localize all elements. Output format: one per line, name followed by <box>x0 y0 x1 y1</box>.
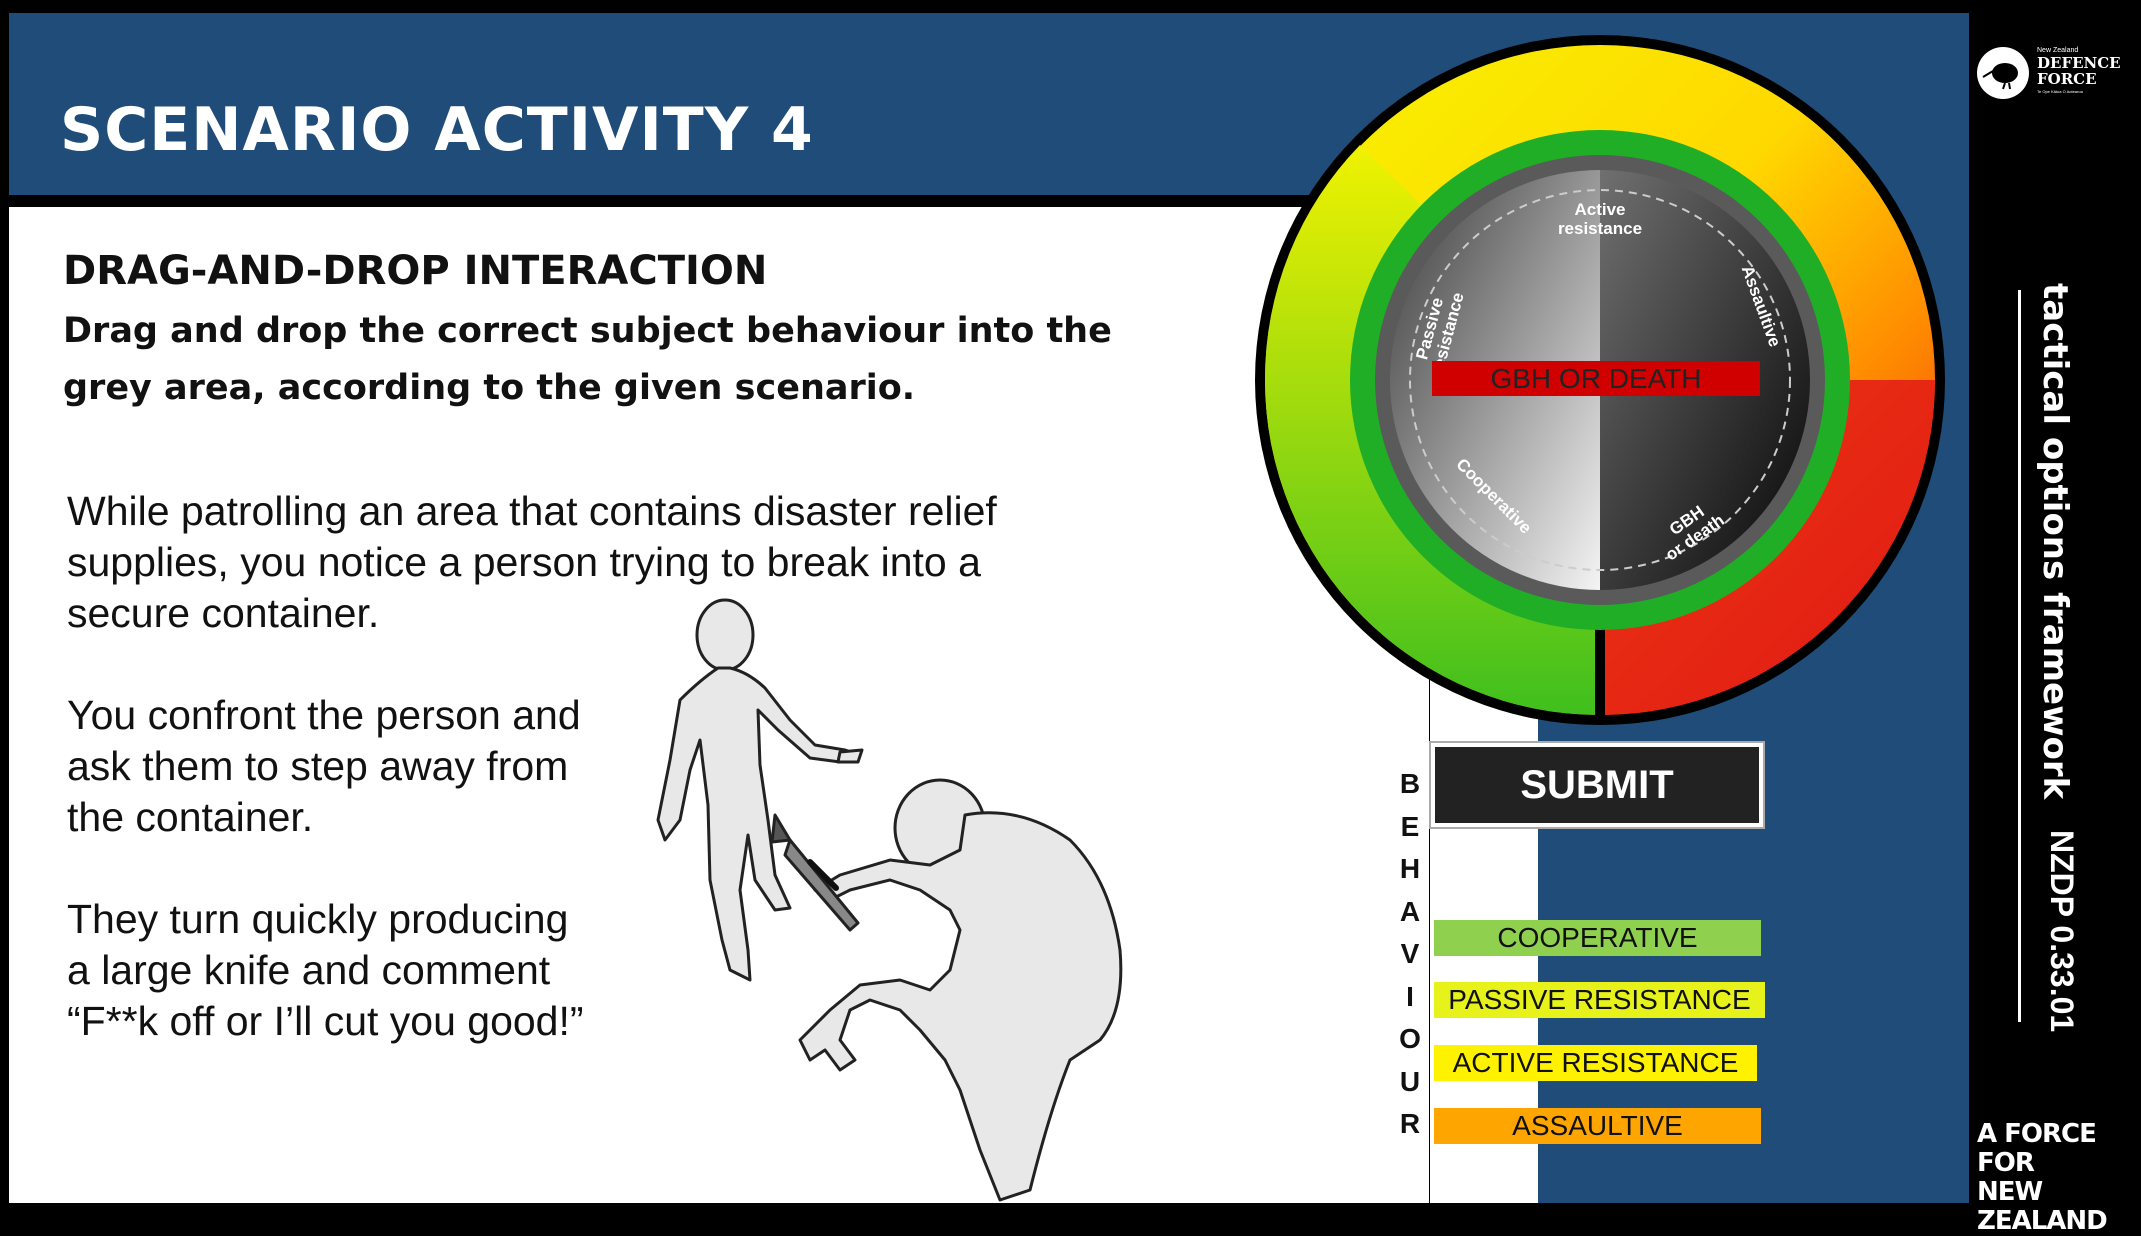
page-title: SCENARIO ACTIVITY 4 <box>60 95 814 165</box>
kiwi-icon <box>1977 47 2029 99</box>
sidebar-vertical-title: tactical options framework <box>2035 283 2075 800</box>
sidebar <box>1970 0 2141 1221</box>
scenario-paragraph-3: They turn quickly producing a large knif… <box>67 896 584 1044</box>
behaviour-vertical-label: B E H A V I O U R <box>1399 768 1421 1139</box>
tagline: A FORCE FOR NEW ZEALAND <box>1977 1119 2108 1236</box>
dropped-label: GBH OR DEATH <box>1490 363 1701 394</box>
submit-button[interactable]: SUBMIT <box>1431 743 1763 827</box>
instruction-heading: DRAG-AND-DROP INTERACTION <box>63 248 768 294</box>
sidebar-divider <box>2018 290 2021 1022</box>
scenario-paragraph-1: While patrolling an area that contains d… <box>67 488 997 636</box>
tactical-options-wheel: Active resistance Passive resistance Ass… <box>1255 35 1945 725</box>
scenario-illustration <box>656 598 1123 1202</box>
option-passive-resistance[interactable]: PASSIVE RESISTANCE <box>1434 982 1765 1018</box>
option-active-resistance[interactable]: ACTIVE RESISTANCE <box>1434 1045 1757 1081</box>
instruction-text: Drag and drop the correct subject behavi… <box>63 311 1112 408</box>
option-cooperative[interactable]: COOPERATIVE <box>1434 920 1761 956</box>
scenario-paragraph-2: You confront the person and ask them to … <box>67 692 581 840</box>
option-assaultive[interactable]: ASSAULTIVE <box>1434 1108 1761 1144</box>
nzdf-logo: New Zealand DEFENCE FORCE Te Ope Kātua O… <box>1975 45 2135 105</box>
document-code: NZDP 0.33.01 <box>2044 830 2080 1033</box>
drop-zone-filled[interactable] <box>1432 361 1760 396</box>
wheel-label-active: Active <box>1574 200 1625 219</box>
svg-text:resistance: resistance <box>1558 219 1642 238</box>
